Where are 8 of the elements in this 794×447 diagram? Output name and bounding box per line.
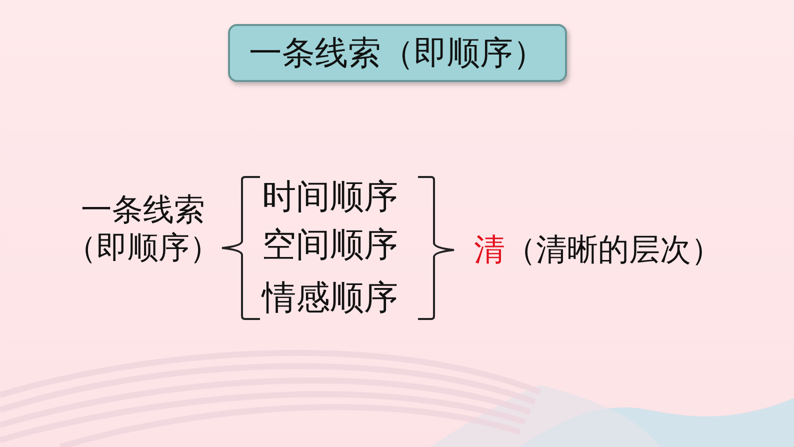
item-text: 空间顺序 [262, 225, 398, 265]
highlight-word: 清 [474, 231, 505, 270]
topic-text: 一条线索（即顺序） [64, 191, 222, 267]
explanation-text: （清晰的层次） [505, 231, 722, 270]
title-box [228, 24, 567, 82]
item-text: 时间顺序 [262, 177, 398, 217]
item-text: 情感顺序 [262, 278, 398, 318]
title-text: 一条线索（即顺序） [249, 33, 546, 73]
